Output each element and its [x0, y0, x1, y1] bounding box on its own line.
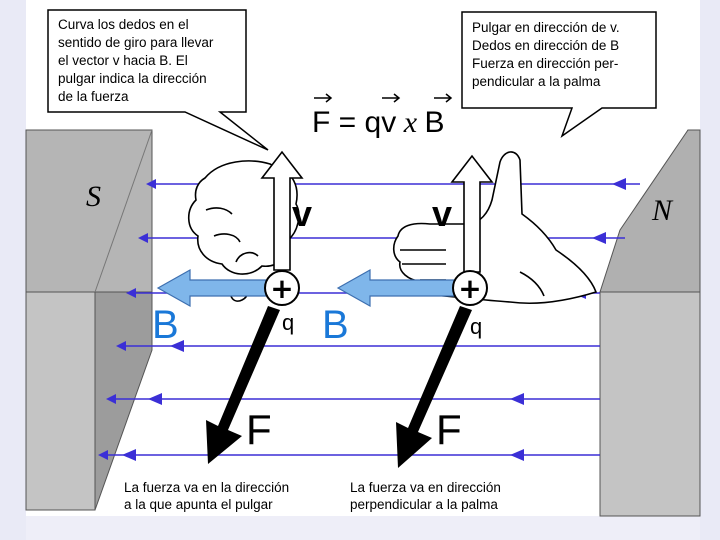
left-callout-line: sentido de giro para llevar [58, 35, 214, 50]
north-magnet: N [599, 129, 701, 517]
palm-crease [519, 271, 545, 297]
fist-crease [213, 233, 241, 243]
velocity-label-left: v [292, 193, 312, 234]
south-magnet-lower [25, 291, 96, 511]
vector-arrow-icon [314, 93, 333, 103]
right-callout-line: pendicular a la palma [472, 74, 601, 89]
field-arrowhead-icon [510, 393, 524, 405]
right-callout-line: Fuerza en dirección per- [472, 56, 618, 71]
caption-right-line: perpendicular a la palma [350, 497, 498, 512]
left-callout-bubble [47, 9, 269, 151]
formula-v: v [381, 106, 396, 139]
north-magnet-side [599, 129, 701, 293]
left-callout: Curva los dedos en el sentido de giro pa… [47, 9, 269, 151]
force-arrows [206, 306, 472, 468]
field-label-left: B [152, 303, 179, 347]
field-arrowhead-icon [148, 393, 162, 405]
fist-crease [205, 207, 233, 215]
caption-right: La fuerza va en dirección perpendicular … [350, 480, 501, 512]
velocity-label-right: v [432, 193, 452, 234]
charge-circle [264, 270, 300, 306]
field-arrowhead-icon [612, 178, 626, 190]
formula-eq: = q [330, 106, 381, 139]
vector-arrow-icon [382, 93, 401, 103]
right-callout: Pulgar en dirección de v. Dedos en direc… [461, 11, 657, 138]
south-pole-label: S [86, 180, 101, 213]
charge-left: + [264, 270, 300, 306]
fist-crease [235, 251, 259, 263]
formula-text: F = qv x B [312, 106, 445, 139]
velocity-arrow-right [450, 154, 494, 273]
velocity-arrows [260, 150, 494, 273]
plus-icon: + [458, 272, 481, 305]
caption-left: La fuerza va en la dirección a la que ap… [124, 480, 289, 512]
charge-circle [452, 270, 488, 306]
force-label-right: F [436, 406, 462, 453]
left-callout-line: de la fuerza [58, 89, 129, 104]
plus-icon: + [270, 272, 293, 305]
right-frame-bar [700, 0, 720, 540]
left-callout-line: Curva los dedos en el [58, 17, 189, 32]
bottom-frame-bar [26, 516, 700, 540]
force-arrow-right [396, 306, 472, 468]
charge-label-right: q [470, 314, 482, 339]
right-callout-bubble [461, 11, 657, 138]
formula-B: B [425, 106, 445, 139]
b-arrow-left [156, 268, 281, 308]
caption-right-line: La fuerza va en dirección [350, 480, 501, 495]
left-callout-line: el vector v hacia B. El [58, 53, 188, 68]
charge-label-left: q [282, 310, 294, 335]
field-arrowhead-icon [592, 232, 606, 244]
lorentz-formula: F = qv x B [312, 93, 453, 139]
field-arrowhead-icon [122, 449, 136, 461]
charge-right: + [452, 270, 488, 306]
field-arrowhead-icon [170, 340, 184, 352]
north-pole-label: N [651, 194, 674, 227]
force-arrow-left [206, 306, 280, 464]
right-callout-line: Dedos en dirección de B [472, 38, 619, 53]
field-arrowhead-icon [510, 449, 524, 461]
vector-arrow-icon [434, 93, 453, 103]
caption-left-line: La fuerza va en la dirección [124, 480, 289, 495]
formula-F: F [312, 106, 330, 139]
field-label-right: B [322, 303, 349, 347]
north-magnet-face [599, 291, 701, 517]
south-magnet-edge [94, 129, 153, 293]
force-label-left: F [246, 406, 272, 453]
hand-outline [392, 151, 598, 305]
velocity-arrow-left [260, 150, 304, 271]
left-callout-line: pulgar indica la dirección [58, 71, 207, 86]
field-lines [98, 179, 640, 460]
right-callout-line: Pulgar en dirección de v. [472, 20, 620, 35]
formula-cross: x [396, 106, 424, 139]
left-frame-bar [0, 0, 26, 540]
caption-left-line: a la que apunta el pulgar [124, 497, 273, 512]
south-magnet-side [94, 291, 153, 511]
